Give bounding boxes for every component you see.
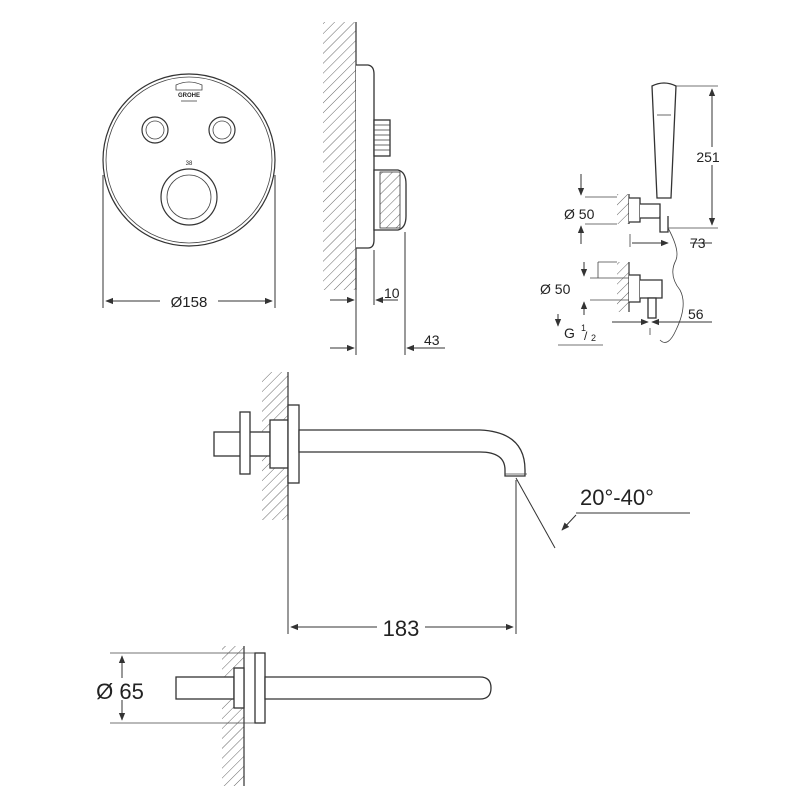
button-side (373, 119, 391, 157)
thread-prefix: G (564, 325, 575, 341)
dim-spout-projection: 183 (383, 616, 420, 641)
thread-label: G 1 / 2 (564, 323, 596, 343)
grohe-logo: GROHE (175, 81, 203, 102)
spout-top-view: Ø 65 (85, 646, 492, 786)
thread-denominator: 2 (591, 333, 596, 343)
spout-top-wall-hatch (222, 646, 244, 786)
dim-holder-diameter: Ø 50 (564, 206, 595, 222)
dim-outlet-offset: 56 (688, 306, 704, 322)
panel-plate (356, 64, 375, 249)
dim-handshower-length: 251 (696, 149, 720, 165)
handshower-body (651, 82, 677, 199)
temperature-mark: 38 (186, 161, 193, 167)
control-panel-front-view: GROHE 38 Ø158 (102, 73, 276, 311)
spout-top-mount (175, 676, 235, 700)
wall-outlet-elbow (640, 279, 663, 299)
spout-rosette (287, 404, 300, 484)
spout-top-rosette (254, 652, 266, 724)
button-right (208, 116, 236, 144)
holder-rosette (629, 197, 641, 223)
control-panel-side-view: 10 43 (323, 22, 445, 355)
hose (659, 227, 684, 343)
thread-numerator: 1 (581, 323, 586, 333)
dim-spout-angle: 20°-40° (580, 485, 654, 510)
dim-panel-depth: 10 (384, 285, 400, 301)
dim-total-depth: 43 (424, 332, 440, 348)
handshower-set: 251 Ø 50 73 Ø 50 56 G 1 / 2 (540, 82, 726, 346)
dim-panel-diameter: Ø158 (171, 294, 208, 311)
button-left (141, 116, 169, 144)
wall-hatch (323, 22, 356, 290)
dim-rosette-diameter: Ø 65 (96, 679, 144, 704)
spout-side-view: 183 20°-40° (213, 372, 690, 641)
spout-top-body (264, 676, 492, 700)
thermostat-knob (160, 168, 218, 226)
dim-outlet-diameter: Ø 50 (540, 281, 571, 297)
spout-body (298, 429, 526, 477)
holder-arm (640, 203, 661, 219)
panel-inner-ring (105, 76, 273, 244)
svg-text:/: / (584, 329, 588, 343)
logo-text: GROHE (178, 93, 200, 99)
wall-outlet-rosette (629, 274, 641, 303)
dim-holder-offset: 73 (690, 235, 706, 251)
panel-outline (102, 73, 276, 247)
spout-angle-line (515, 477, 556, 549)
